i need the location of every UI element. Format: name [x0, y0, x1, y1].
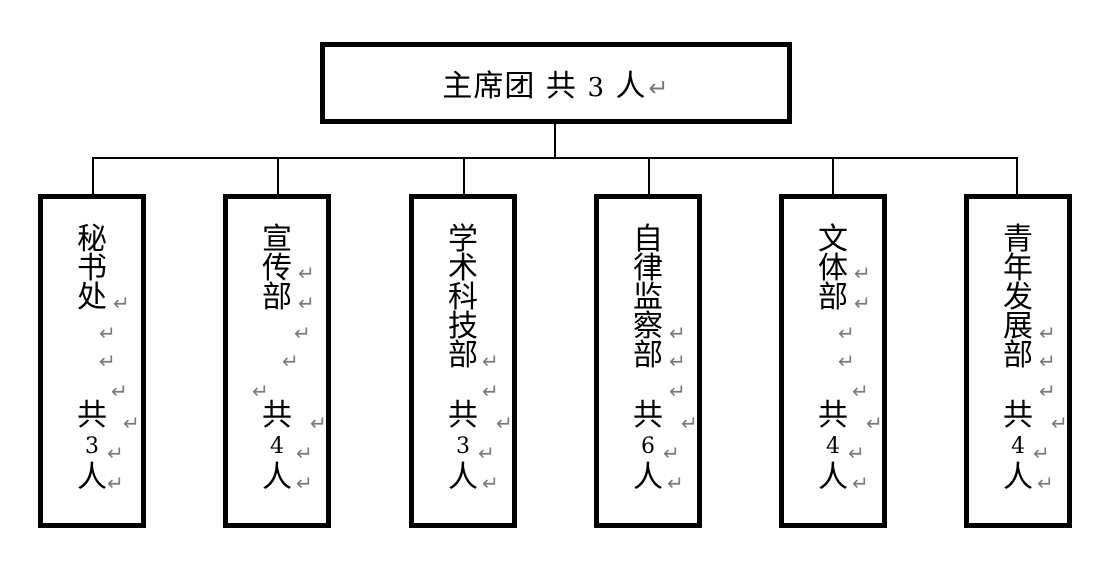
- root-label: 主席团 共 3 人: [442, 61, 669, 105]
- connector-drop-3: [463, 157, 465, 194]
- dept-headcount: 共 3 人: [43, 400, 141, 493]
- dept-name-char: 自: [633, 222, 663, 257]
- dept-name-char: 发: [1003, 280, 1033, 315]
- dept-name-char: 技: [448, 309, 478, 344]
- dept-name-char: 书: [77, 251, 107, 286]
- return-mark-icon: [99, 351, 116, 371]
- root-count: 3: [587, 73, 605, 103]
- root-ren: 人: [615, 69, 647, 104]
- return-mark-icon: [1039, 323, 1056, 343]
- return-mark-icon: [852, 381, 869, 401]
- dept-node-culture-sports: 文 体 部 共 4 人: [779, 194, 887, 528]
- dept-name: 文 体 部: [784, 222, 882, 315]
- return-mark-icon: [294, 323, 311, 343]
- dept-name-char: 部: [818, 280, 848, 315]
- headcount-gong: 共: [633, 398, 663, 433]
- headcount-ren: 人: [448, 460, 478, 495]
- headcount-number: 4: [270, 434, 284, 459]
- root-node-presidium: 主席团 共 3 人: [320, 42, 792, 124]
- dept-name-char: 术: [448, 251, 478, 286]
- dept-name-char: 青: [1003, 222, 1033, 257]
- return-mark-icon: [854, 293, 871, 313]
- dept-headcount: 共 3 人: [414, 400, 512, 493]
- headcount-ren: 人: [633, 460, 663, 495]
- connector-drop-4: [648, 157, 650, 194]
- dept-name-char: 律: [633, 251, 663, 286]
- dept-node-academic-tech: 学 术 科 技 部 共 3 人: [409, 194, 517, 528]
- connector-drop-1: [92, 157, 94, 194]
- return-mark-icon: [669, 351, 686, 371]
- connector-drop-5: [832, 157, 834, 194]
- dept-name-char: 察: [633, 309, 663, 344]
- return-mark-icon: [111, 381, 128, 401]
- dept-node-secretariat: 秘 书 处 共 3 人: [38, 194, 146, 528]
- dept-name-char: 部: [262, 280, 292, 315]
- return-mark-icon: [298, 293, 315, 313]
- dept-name: 宣 传 部: [228, 222, 326, 315]
- connector-root-stem: [554, 124, 556, 158]
- headcount-ren: 人: [1003, 460, 1033, 495]
- return-mark-icon: [649, 74, 670, 102]
- dept-headcount: 共 4 人: [969, 400, 1067, 493]
- headcount-number: 3: [85, 434, 99, 459]
- return-mark-icon: [482, 381, 499, 401]
- connector-horizontal-bus: [92, 157, 1018, 159]
- headcount-number: 4: [1011, 434, 1025, 459]
- headcount-gong: 共: [77, 398, 107, 433]
- return-mark-icon: [838, 323, 855, 343]
- return-mark-icon: [282, 351, 299, 371]
- dept-name-char: 秘: [77, 222, 107, 257]
- dept-name-char: 宣: [262, 222, 292, 257]
- dept-name-char: 科: [448, 280, 478, 315]
- dept-name-char: 体: [818, 251, 848, 286]
- dept-node-publicity: 宣 传 部 共 4 人: [223, 194, 331, 528]
- return-mark-icon: [298, 263, 315, 283]
- headcount-number: 6: [641, 434, 655, 459]
- headcount-ren: 人: [77, 460, 107, 495]
- root-name: 主席团: [442, 69, 536, 104]
- dept-headcount: 共 4 人: [228, 400, 326, 493]
- headcount-gong: 共: [1003, 398, 1033, 433]
- dept-headcount: 共 6 人: [599, 400, 697, 493]
- headcount-ren: 人: [262, 460, 292, 495]
- return-mark-icon: [669, 323, 686, 343]
- dept-name-char: 传: [262, 251, 292, 286]
- dept-name-char: 监: [633, 280, 663, 315]
- dept-name-char: 部: [633, 338, 663, 373]
- return-mark-icon: [113, 293, 130, 313]
- dept-node-discipline-inspection: 自 律 监 察 部 共 6 人: [594, 194, 702, 528]
- headcount-gong: 共: [448, 398, 478, 433]
- root-gong: 共: [545, 69, 577, 104]
- headcount-number: 3: [456, 434, 470, 459]
- headcount-gong: 共: [818, 398, 848, 433]
- return-mark-icon: [838, 351, 855, 371]
- dept-name-char: 学: [448, 222, 478, 257]
- headcount-ren: 人: [818, 460, 848, 495]
- dept-name-char: 年: [1003, 251, 1033, 286]
- dept-node-youth-development: 青 年 发 展 部 共 4 人: [964, 194, 1072, 528]
- return-mark-icon: [1039, 381, 1056, 401]
- dept-name: 自 律 监 察 部: [599, 222, 697, 373]
- return-mark-icon: [669, 381, 686, 401]
- dept-name: 学 术 科 技 部: [414, 222, 512, 373]
- connector-drop-2: [277, 157, 279, 194]
- return-mark-icon: [854, 263, 871, 283]
- return-mark-icon: [1039, 351, 1056, 371]
- dept-name: 青 年 发 展 部: [969, 222, 1067, 373]
- connector-drop-6: [1016, 157, 1018, 194]
- dept-name-char: 部: [448, 338, 478, 373]
- dept-name: 秘 书 处: [43, 222, 141, 315]
- headcount-gong: 共: [262, 398, 292, 433]
- headcount-number: 4: [826, 434, 840, 459]
- return-mark-icon: [99, 323, 116, 343]
- dept-headcount: 共 4 人: [784, 400, 882, 493]
- dept-name-char: 部: [1003, 338, 1033, 373]
- dept-name-char: 文: [818, 222, 848, 257]
- dept-name-char: 处: [77, 280, 107, 315]
- dept-name-char: 展: [1003, 309, 1033, 344]
- return-mark-icon: [482, 351, 499, 371]
